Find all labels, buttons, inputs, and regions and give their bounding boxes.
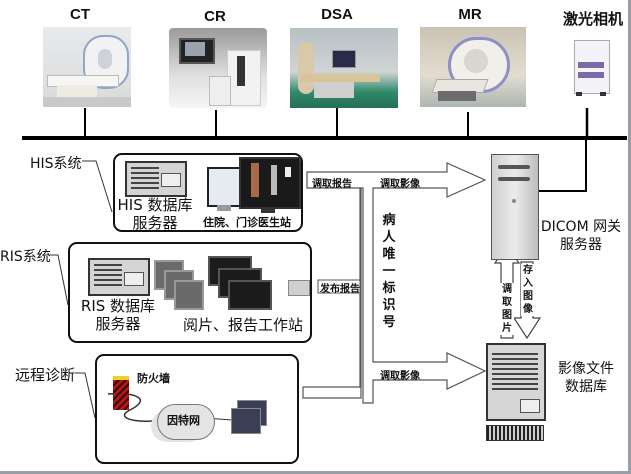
his-monitor-right-icon (239, 157, 301, 209)
device-label-ct: CT (70, 6, 90, 23)
internet-label: 因特网 (167, 414, 200, 427)
his-server-label: HIS 数据库 服务器 (117, 196, 193, 232)
remote-workstation-icon (231, 408, 261, 434)
his-system-box: HIS 数据库 服务器 住院、门诊医生站 (113, 153, 303, 232)
device-label-laser-camera: 激光相机 (562, 11, 623, 28)
his-monitor-left-stand (217, 205, 231, 211)
publish-report-tab (317, 279, 361, 294)
internet-cloud-icon (157, 404, 215, 440)
ct-scanner-image (43, 27, 131, 107)
ris-system-box: RIS 数据库 服务器 阅片、报告工作站 (68, 242, 312, 343)
device-label-cr: CR (204, 8, 226, 25)
remote-leader-line (75, 372, 96, 419)
image-db-label: 影像文件 数据库 (558, 361, 614, 395)
dicom-server-label: DICOM 网关 服务器 (540, 219, 622, 253)
remote-diagnosis-label: 远程诊断 (15, 366, 76, 384)
his-leader-line (82, 160, 113, 213)
data-flow-arrow (302, 162, 487, 404)
publish-report-label: 发布报告 (320, 284, 360, 295)
fetch-picture-label: 调取图片 (500, 283, 514, 335)
ris-server-icon (88, 258, 150, 296)
image-db-server-icon (486, 343, 546, 421)
patient-id-label: 病人唯一标识号 (382, 213, 396, 330)
remote-diagnosis-box: 防火墙 因特网 (95, 354, 299, 464)
device-label-dsa: DSA (321, 6, 353, 23)
his-workstation-label: 住院、门诊医生站 (203, 216, 291, 229)
bus-dicom-connector (538, 138, 587, 192)
ris-leader-line (50, 254, 69, 306)
fetch-image-bottom-label: 调取影像 (380, 371, 420, 382)
storage-array-icon (486, 425, 544, 441)
dsa-device-image (290, 28, 398, 108)
device-label-mr: MR (458, 6, 482, 23)
his-monitor-right-stand (261, 207, 275, 213)
fetch-image-top-label: 调取影像 (380, 179, 420, 190)
ris-report-monitor-icon (228, 280, 272, 310)
ris-server-label: RIS 数据库 服务器 (80, 297, 156, 333)
dicom-server-icon (491, 154, 539, 260)
ris-monitor-icon (174, 280, 204, 310)
mr-device-image (420, 27, 526, 107)
ris-system-label: RIS系统 (0, 249, 51, 265)
ris-workstation-label: 阅片、报告工作站 (182, 316, 303, 334)
firewall-internet-cable (107, 392, 166, 423)
his-server-icon (125, 161, 187, 197)
firewall-icon (113, 376, 129, 410)
his-system-label: HIS系统 (30, 156, 82, 172)
laser-camera-image (572, 38, 610, 98)
printer-icon (288, 280, 310, 296)
store-image-label: 存入图像 (521, 264, 535, 316)
firewall-label: 防火墙 (137, 372, 170, 385)
fetch-report-label: 调取报告 (312, 179, 352, 190)
cr-device-image (169, 28, 267, 108)
